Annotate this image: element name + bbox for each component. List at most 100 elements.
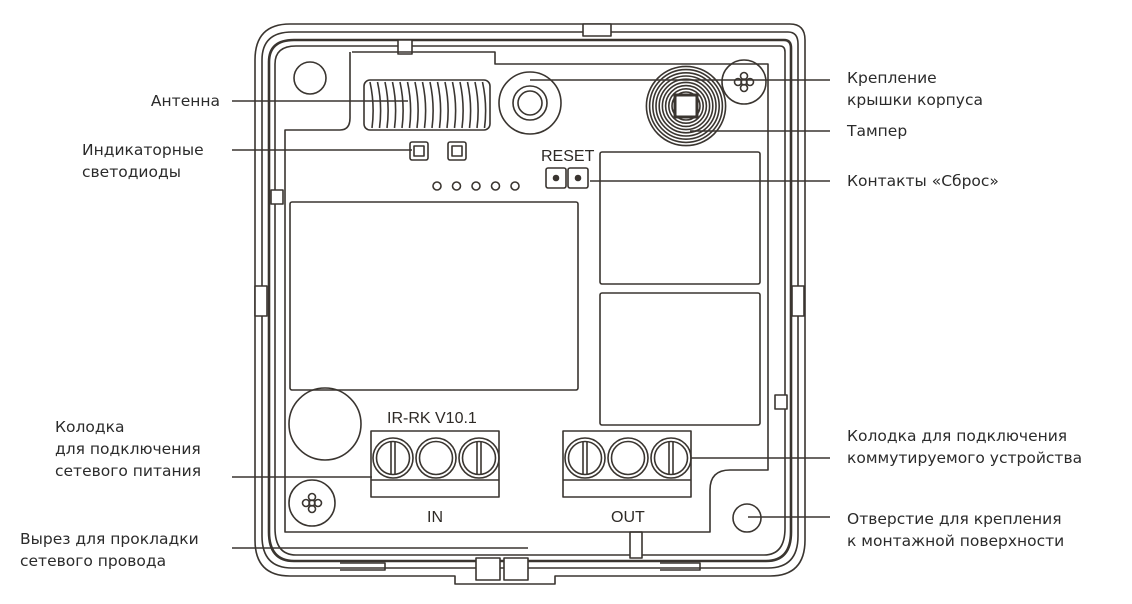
terminal-screw-inner [567, 440, 603, 476]
label-line: к монтажной поверхности [847, 532, 1065, 550]
corner-hole [293, 61, 327, 95]
spring-coil [671, 91, 701, 121]
label-line: Вырез для прокладки [20, 530, 199, 548]
label-line: крышки корпуса [847, 91, 983, 109]
reset-marking: RESET [541, 148, 595, 165]
indicator-led [447, 141, 467, 161]
label-line: сетевого питания [55, 462, 202, 480]
coil-turn [384, 81, 389, 129]
mount-hole [732, 503, 762, 533]
label-line: для подключения [55, 440, 201, 458]
terminal-screw [415, 437, 457, 479]
terminal-block-out [562, 430, 692, 498]
header-hole [510, 181, 520, 191]
label-line: Контакты «Сброс» [847, 172, 999, 190]
screw-petal [307, 504, 317, 514]
coil-turn [474, 81, 479, 129]
header-hole [490, 181, 501, 191]
antenna-coil [363, 79, 491, 131]
coil-turn [376, 81, 382, 129]
label-indicator-leds: Индикаторные светодиоды [82, 139, 204, 183]
round-component [288, 387, 362, 461]
board-model-marking: IR-RK V10.1 [387, 410, 477, 427]
coil-turn [391, 81, 397, 129]
reset-contacts [545, 167, 589, 189]
label-mount-hole: Отверстие для крепления к монтажной пове… [847, 508, 1064, 552]
spring-coil [655, 75, 717, 137]
spring-coil [658, 78, 714, 134]
coil-turn [369, 81, 374, 129]
terminal-screw-inner [418, 440, 454, 476]
screw-bottom-left [288, 479, 336, 527]
header-hole [471, 181, 481, 191]
header-hole [432, 181, 442, 191]
label-line: Антенна [150, 92, 220, 110]
header-holes [432, 181, 520, 191]
terminal-block-in [370, 430, 500, 498]
label-line: Колодка для подключения [847, 427, 1068, 445]
relay-upper [599, 151, 761, 285]
label-load-terminal: Колодка для подключения коммутируемого у… [847, 425, 1082, 469]
label-power-terminal: Колодка для подключения сетевого питания [55, 416, 201, 482]
coil-turn [421, 81, 427, 129]
header-hole [451, 181, 462, 191]
coil-turn [444, 81, 449, 129]
cover-mount-boss [498, 71, 562, 135]
label-tamper: Тампер [847, 120, 907, 142]
terminal-screw [650, 437, 692, 479]
label-line: светодиоды [82, 163, 181, 181]
indicator-led [409, 141, 429, 161]
screw-petal [739, 83, 749, 93]
coil-turn [481, 81, 487, 129]
indicator-led-inner [413, 145, 425, 157]
indicator-leds [409, 141, 467, 161]
terminal-screw [564, 437, 606, 479]
coil-turn [429, 81, 434, 129]
coil-turn [459, 81, 464, 129]
screw-top-right [721, 59, 767, 105]
terminal-screw-inner [375, 440, 411, 476]
terminal-screw-inner [653, 440, 689, 476]
screw-petal [313, 498, 323, 508]
relay-lower [599, 292, 761, 426]
spring-coil [664, 84, 708, 128]
terminal-screw [372, 437, 414, 479]
pcb-outline [284, 51, 769, 533]
terminal-out-marking: OUT [611, 509, 645, 526]
tamper-spring [645, 65, 727, 147]
label-cable-cutout: Вырез для прокладки сетевого провода [20, 528, 199, 572]
screw-petal [307, 492, 317, 502]
spring-coil [651, 72, 720, 141]
coil-turn [399, 81, 404, 129]
housing-outline [254, 23, 806, 585]
coil-turn [466, 81, 472, 129]
label-line: Индикаторные [82, 141, 204, 159]
coil-turn [436, 81, 442, 129]
terminal-screw-inner [461, 440, 497, 476]
spring-coil [667, 88, 704, 125]
spring-coil [645, 65, 727, 147]
coil-turn [451, 81, 457, 129]
terminal-screw-inner [610, 440, 646, 476]
label-line: сетевого провода [20, 552, 167, 570]
main-module [289, 201, 579, 391]
coil-turn [406, 81, 412, 129]
screw-petal [733, 77, 743, 87]
label-line: Колодка [55, 418, 125, 436]
screw-petal [301, 498, 311, 508]
coil-turn [414, 81, 419, 129]
label-cover-mount: Крепление крышки корпуса [847, 67, 983, 111]
terminal-in-marking: IN [427, 509, 443, 526]
label-line: коммутируемого устройства [847, 449, 1083, 467]
spring-coil [648, 68, 724, 144]
leader-lines [232, 79, 830, 549]
label-reset-contacts: Контакты «Сброс» [847, 170, 999, 192]
terminal-screw [458, 437, 500, 479]
screw-petal [745, 77, 755, 87]
label-line: Крепление [847, 69, 937, 87]
spring-coil [661, 81, 711, 131]
label-line: Отверстие для крепления [847, 510, 1062, 528]
label-line: Тампер [847, 122, 908, 140]
label-antenna: Антенна [151, 90, 220, 112]
